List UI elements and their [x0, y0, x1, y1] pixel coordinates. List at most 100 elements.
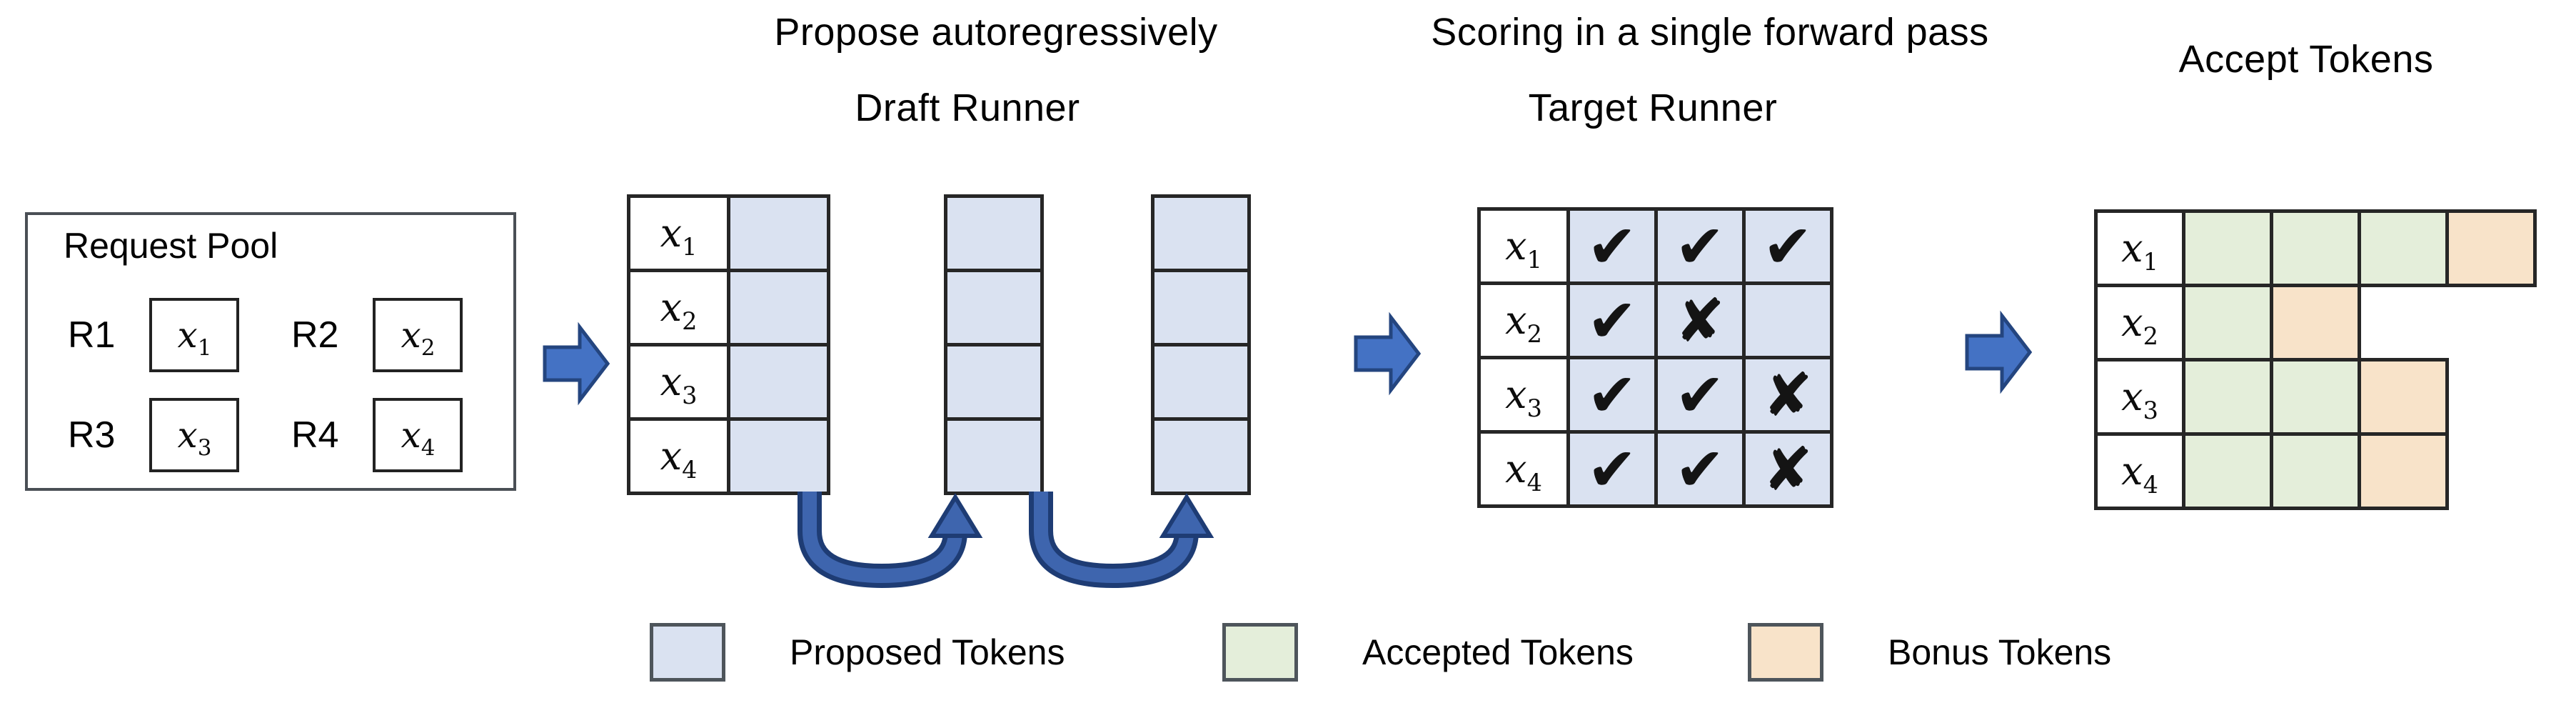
token-label: x2 — [401, 314, 436, 361]
proposed-token-cell — [1151, 194, 1251, 272]
check-icon: ✔ — [1762, 211, 1813, 281]
proposed-token-cell — [944, 194, 1044, 272]
token-label: x4 — [1505, 446, 1542, 497]
token-label: x3 — [2121, 374, 2158, 424]
u-turn-arrow-icon — [771, 492, 1007, 599]
accepted-token-cell — [2182, 358, 2273, 436]
title-target-runner: Target Runner — [1528, 86, 1778, 129]
score-cell: ✔ — [1742, 207, 1833, 285]
title-accept-tokens: Accept Tokens — [2178, 38, 2434, 81]
score-cell — [1742, 281, 1833, 359]
row-label-cell: x1 — [2094, 209, 2185, 287]
u-turn-arrow-icon — [1002, 492, 1238, 599]
title-propose-autoregressively: Propose autoregressively — [774, 11, 1218, 54]
table-row: x3 ✔✔ ✘ — [1477, 356, 1833, 434]
legend-item-bonus: Bonus Tokens — [1748, 623, 2111, 682]
table-row — [1151, 417, 1251, 495]
accept-tokens-table: x1 x2 x3 x4 — [2094, 209, 2537, 510]
row-label-cell: x2 — [1477, 281, 1570, 359]
table-row: x1 — [627, 194, 830, 272]
accepted-token-cell — [2270, 358, 2361, 436]
score-cell: ✔ — [1566, 356, 1658, 434]
accepted-token-cell — [2182, 284, 2273, 362]
check-icon: ✔ — [1674, 359, 1726, 430]
draft-step-table-2 — [944, 194, 1044, 495]
flow-arrow-icon — [1965, 307, 2032, 397]
accepted-token-cell — [2182, 432, 2273, 510]
table-row — [1151, 194, 1251, 272]
token-label: x2 — [1505, 297, 1542, 348]
token-label: x1 — [2121, 225, 2158, 276]
score-cell: ✔ — [1654, 356, 1746, 434]
legend-swatch-bonus — [1748, 623, 1823, 682]
legend-label: Accepted Tokens — [1362, 632, 1634, 672]
row-label-cell: x1 — [627, 194, 730, 272]
table-row: x2 — [2094, 284, 2535, 362]
request-id-label: R4 — [291, 414, 339, 456]
request-pool-title: Request Pool — [64, 226, 278, 266]
table-row — [1151, 343, 1251, 421]
flow-arrow-icon — [1354, 309, 1421, 399]
table-row: x2 — [627, 269, 830, 346]
request-id-label: R2 — [291, 314, 339, 356]
row-label-cell: x4 — [2094, 432, 2185, 510]
proposed-token-cell — [727, 269, 830, 346]
score-cell: ✔ — [1566, 281, 1658, 359]
token-label: x3 — [1505, 372, 1542, 422]
row-label-cell: x4 — [627, 417, 730, 495]
accepted-token-cell — [2270, 209, 2361, 287]
proposed-token-cell — [727, 194, 830, 272]
table-row — [944, 343, 1044, 421]
bonus-token-cell — [2358, 432, 2449, 510]
table-row — [944, 269, 1044, 346]
flow-arrow-icon — [543, 319, 610, 409]
score-cell: ✔ — [1654, 207, 1746, 285]
bonus-token-cell — [2445, 209, 2537, 287]
cross-icon: ✘ — [1762, 359, 1813, 430]
accepted-token-cell — [2182, 209, 2273, 287]
row-label-cell: x3 — [627, 343, 730, 421]
token-box: x4 — [373, 398, 463, 472]
table-row — [1151, 269, 1251, 346]
request-item: R4 x4 — [291, 398, 493, 472]
proposed-token-cell — [944, 269, 1044, 346]
score-cell: ✘ — [1654, 281, 1746, 359]
proposed-token-cell — [727, 417, 830, 495]
table-row: x3 — [627, 343, 830, 421]
check-icon: ✔ — [1586, 285, 1638, 356]
legend-item-accepted: Accepted Tokens — [1222, 623, 1634, 682]
legend-label: Proposed Tokens — [790, 632, 1065, 672]
token-label: x3 — [660, 359, 698, 409]
table-row: x2 ✔✘ — [1477, 281, 1833, 359]
score-cell: ✔ — [1566, 207, 1658, 285]
legend-swatch-proposed — [650, 623, 725, 682]
table-row: x4 — [2094, 432, 2535, 510]
table-row — [944, 417, 1044, 495]
token-label: x4 — [660, 433, 698, 484]
bonus-token-cell — [2358, 358, 2449, 436]
check-icon: ✔ — [1674, 434, 1726, 504]
token-box: x1 — [149, 298, 240, 372]
token-label: x4 — [401, 414, 436, 461]
row-label-cell: x3 — [2094, 358, 2185, 436]
token-label: x4 — [2121, 448, 2158, 499]
token-box: x2 — [373, 298, 463, 372]
proposed-token-cell — [1151, 417, 1251, 495]
row-label-cell: x1 — [1477, 207, 1570, 285]
row-label-cell: x2 — [627, 269, 730, 346]
accepted-token-cell — [2270, 432, 2361, 510]
token-label: x2 — [660, 284, 698, 335]
score-cell: ✔ — [1566, 430, 1658, 508]
table-row: x1✔✔✔ — [1477, 207, 1833, 285]
proposed-token-cell — [944, 417, 1044, 495]
title-scoring-single-forward-pass: Scoring in a single forward pass — [1431, 11, 1989, 54]
bonus-token-cell — [2270, 284, 2361, 362]
check-icon: ✔ — [1586, 211, 1638, 281]
row-label-cell: x4 — [1477, 430, 1570, 508]
check-icon: ✔ — [1586, 434, 1638, 504]
token-box: x3 — [149, 398, 240, 472]
token-label: x3 — [177, 414, 212, 461]
